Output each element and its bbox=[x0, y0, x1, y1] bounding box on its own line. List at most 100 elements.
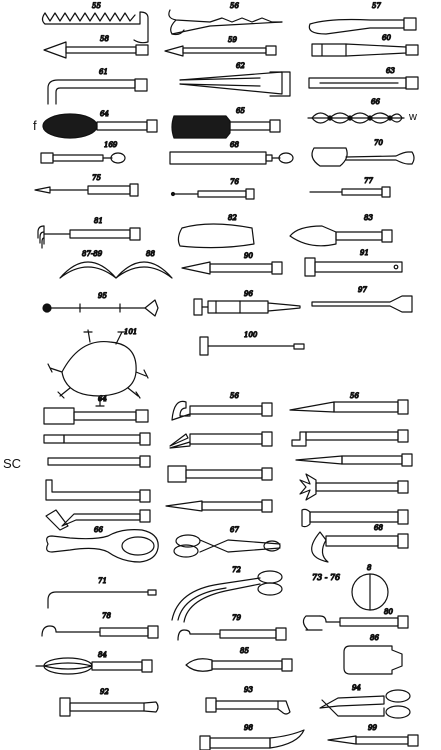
curved-knife-drawing bbox=[289, 225, 393, 247]
bent-spatula-drawing bbox=[45, 509, 151, 531]
dark-cylinder-file-drawing bbox=[171, 115, 281, 139]
figure-number: 100 bbox=[244, 331, 258, 339]
figure-number: 64 bbox=[100, 110, 109, 118]
fine-needle-drawing bbox=[170, 188, 255, 200]
broad-elevator-drawing bbox=[43, 407, 149, 425]
thin-elevator-drawing bbox=[47, 455, 151, 468]
figure-number: 62 bbox=[236, 62, 245, 70]
flanged-hook-drawing bbox=[205, 697, 291, 715]
split-chisel-drawing bbox=[169, 431, 273, 449]
figure-number: 86 bbox=[370, 634, 379, 642]
figure-number: 65 bbox=[236, 107, 245, 115]
hook-probe-drawing bbox=[41, 625, 159, 639]
fine-awl-drawing bbox=[309, 186, 391, 198]
figure-number: 64 bbox=[98, 395, 107, 403]
small-hook-probe-drawing bbox=[177, 627, 287, 641]
figure-number: 94 bbox=[352, 684, 361, 692]
figure-number: 56 bbox=[230, 392, 239, 400]
figure-number: 68 bbox=[374, 524, 383, 532]
figure-number: 57 bbox=[372, 2, 381, 10]
angled-elevator-drawing bbox=[45, 479, 151, 503]
angled-knife-drawing bbox=[289, 399, 409, 415]
figure-number: 81 bbox=[94, 217, 103, 225]
figure-number: 59 bbox=[228, 36, 237, 44]
figure-number: 95 bbox=[98, 292, 107, 300]
figure-label-sc: SC bbox=[3, 456, 22, 471]
figure-number: 56 bbox=[350, 392, 359, 400]
large-spoon-drawing bbox=[46, 529, 159, 563]
figure-number: 96 bbox=[244, 290, 253, 298]
figure-number: 8 bbox=[367, 564, 372, 572]
syringe-drawing bbox=[193, 298, 301, 316]
figure-number: 76 bbox=[230, 178, 239, 186]
figure-number: 97 bbox=[358, 286, 367, 294]
lancet-drawing bbox=[327, 734, 419, 747]
pinned-membrane-sketch-drawing bbox=[47, 329, 149, 407]
figure-number: 83 bbox=[364, 214, 373, 222]
figure-number: 98 bbox=[244, 724, 253, 732]
figure-number: 101 bbox=[124, 328, 137, 336]
needle-probe-drawing bbox=[34, 183, 139, 197]
figure-number: 169 bbox=[104, 141, 118, 149]
flat-spatula-drawing bbox=[311, 147, 415, 167]
figure-number: 66 bbox=[371, 98, 380, 106]
wire-chain-saw-drawing bbox=[307, 112, 405, 124]
l-chisel-drawing bbox=[291, 429, 409, 447]
bottle-container-drawing bbox=[343, 645, 403, 675]
bar-handle-instrument-drawing bbox=[308, 76, 419, 90]
figure-number: 93 bbox=[244, 686, 253, 694]
pointed-awl-drawing bbox=[165, 499, 273, 513]
figure-range-label: 73 - 76 bbox=[312, 573, 340, 582]
ball-tip-sound-drawing bbox=[42, 299, 159, 317]
spear-cautery-drawing bbox=[185, 658, 293, 672]
curved-blade-spatula-drawing bbox=[308, 17, 417, 35]
figure-number: 61 bbox=[99, 68, 108, 76]
figure-label-f: f bbox=[33, 118, 37, 133]
tapered-probe-drawing bbox=[295, 453, 413, 467]
scissors-drawing bbox=[319, 689, 411, 719]
fine-hook-drawing bbox=[47, 589, 157, 609]
figure-number: 91 bbox=[360, 249, 369, 257]
disc-lens-drawing bbox=[351, 573, 389, 611]
conical-cautery-drawing bbox=[181, 261, 283, 275]
figure-number: 71 bbox=[98, 577, 107, 585]
figure-number: 70 bbox=[374, 139, 383, 147]
narrow-elevator-drawing bbox=[43, 432, 151, 446]
long-curved-forceps-drawing bbox=[171, 570, 283, 623]
square-tamper-drawing bbox=[167, 465, 273, 483]
sickle-knife-drawing bbox=[311, 531, 409, 563]
trocar-drawing bbox=[59, 697, 159, 717]
figure-number: 68 bbox=[230, 141, 239, 149]
figure-number: 56 bbox=[230, 2, 239, 10]
eyed-probe-drawing bbox=[40, 152, 126, 164]
crescent-needle-pair-drawing bbox=[59, 261, 173, 279]
figure-number: 66 bbox=[94, 526, 103, 534]
figure-number: 78 bbox=[102, 612, 111, 620]
curved-tooth-forceps-drawing bbox=[168, 9, 283, 36]
dark-olive-sound-drawing bbox=[42, 113, 158, 139]
gouge-drawing bbox=[301, 508, 409, 528]
t-handle-probe-drawing bbox=[199, 336, 305, 356]
figure-number: 87-89 bbox=[82, 250, 103, 258]
figure-number: 90 bbox=[244, 252, 253, 260]
figure-number: 63 bbox=[386, 67, 395, 75]
figure-number: 82 bbox=[228, 214, 237, 222]
figure-number: 60 bbox=[382, 34, 391, 42]
spoon-curette-drawing bbox=[169, 151, 294, 165]
eye-rod-drawing bbox=[304, 257, 403, 277]
figure-number: 58 bbox=[100, 35, 109, 43]
figure-number: 67 bbox=[230, 526, 239, 534]
figure-number: 88 bbox=[146, 250, 155, 258]
serrated-forceps-drawing bbox=[41, 11, 149, 44]
curved-blade-knife-drawing bbox=[199, 729, 305, 750]
figure-number: 80 bbox=[384, 608, 393, 616]
hooked-gouge-drawing bbox=[171, 400, 273, 421]
small-arrow-probe-drawing bbox=[164, 45, 277, 57]
figure-number: 55 bbox=[92, 2, 101, 10]
fork-elevator-drawing bbox=[311, 43, 419, 57]
figure-number: 85 bbox=[240, 647, 249, 655]
figure-number: 92 bbox=[100, 688, 109, 696]
flared-end-sound-drawing bbox=[311, 295, 413, 313]
hook-retractor-drawing bbox=[47, 78, 148, 105]
